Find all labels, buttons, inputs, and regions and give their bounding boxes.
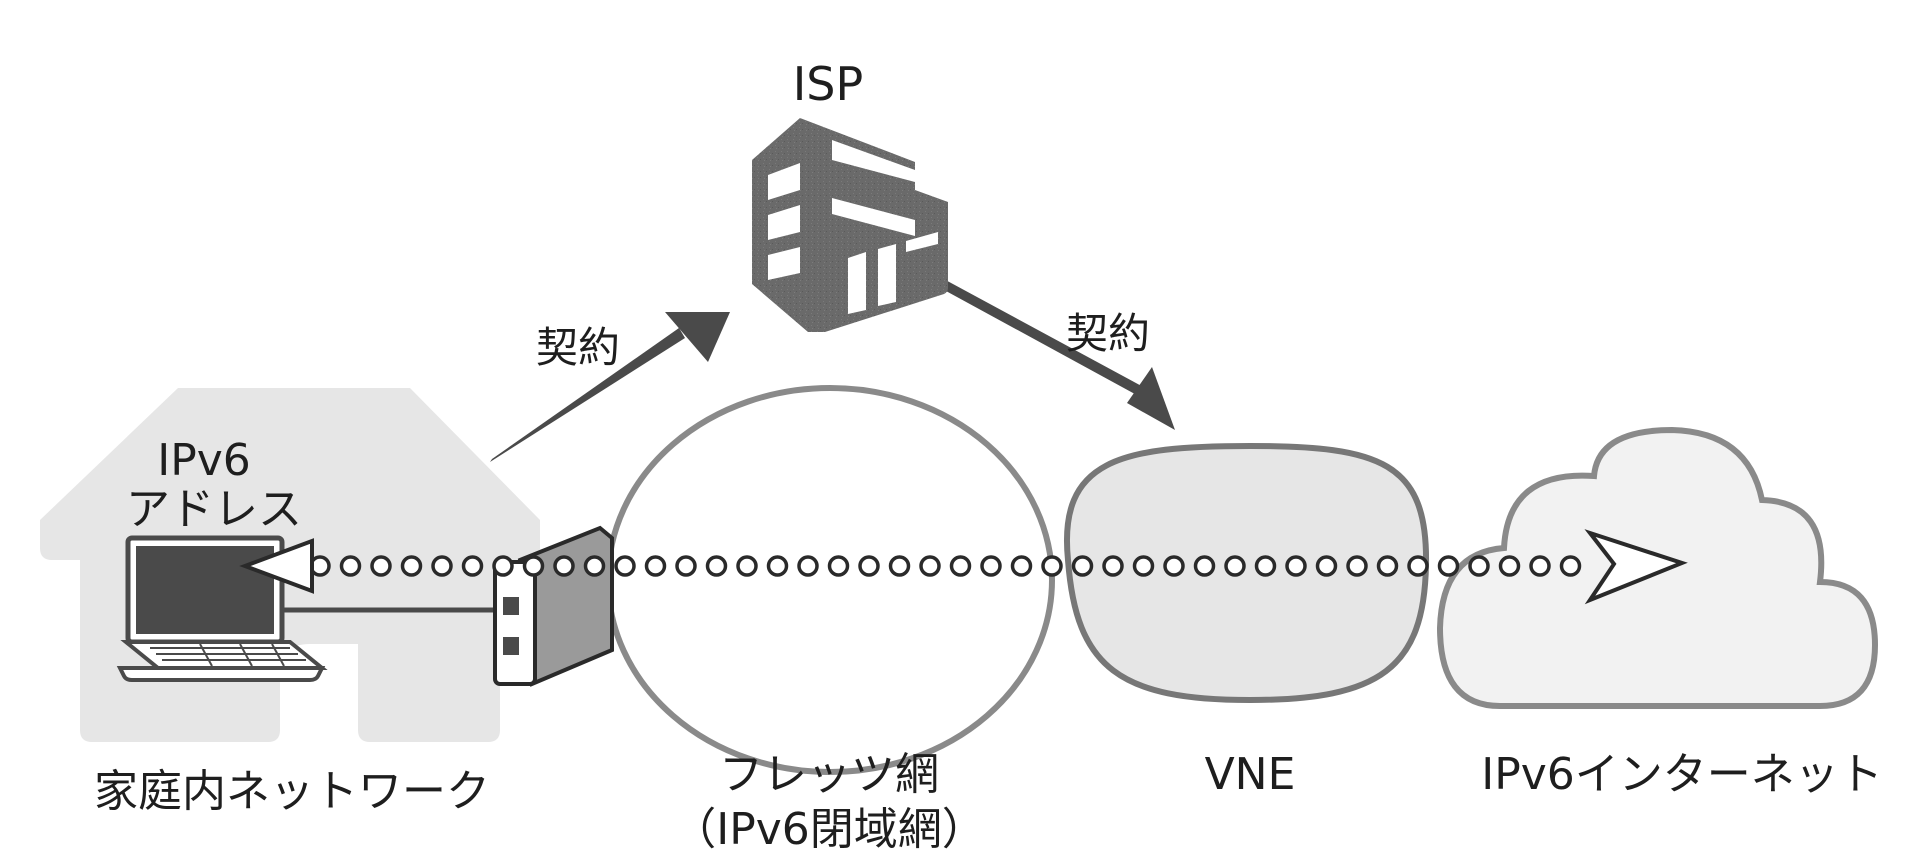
path-dot [370, 555, 392, 577]
home-network-label: 家庭内ネットワーク [94, 766, 490, 817]
ipv6-internet-label: IPv6インターネット [1481, 749, 1883, 800]
path-dot [1529, 555, 1551, 577]
path-dot [797, 555, 819, 577]
path-dot [583, 555, 606, 577]
path-dot [400, 555, 423, 577]
path-dot [431, 555, 453, 577]
contract-arrow-right [935, 277, 1175, 430]
path-dot [1102, 555, 1124, 577]
path-dot [644, 555, 667, 577]
path-dot [675, 555, 697, 577]
path-dot [339, 555, 362, 577]
path-dot [492, 555, 514, 577]
path-dot [888, 555, 911, 577]
path-dot [1376, 555, 1399, 577]
path-dot [1041, 555, 1063, 577]
path-dot [858, 555, 880, 577]
path-dot [766, 555, 789, 577]
path-dot [1498, 555, 1521, 577]
path-dot [1346, 555, 1368, 577]
path-dot [522, 555, 545, 577]
contract-arrow-left [490, 312, 730, 462]
path-dot [1224, 555, 1246, 577]
vne-label: VNE [1205, 749, 1296, 800]
path-dot [461, 555, 484, 577]
flets-network-ellipse [605, 385, 1055, 775]
path-dot [705, 555, 728, 577]
path-dot [1407, 555, 1429, 577]
flets-label-line1: フレッツ網 [719, 749, 939, 800]
ipv6-address-label-line1: IPv6 [157, 435, 251, 486]
path-dot [919, 555, 941, 577]
path-dot [1437, 555, 1460, 577]
path-dot [1254, 555, 1277, 577]
path-dot [1315, 555, 1338, 577]
path-dot [1071, 555, 1094, 577]
path-dot [1163, 555, 1185, 577]
path-dot [1132, 555, 1155, 577]
path-dot [1559, 555, 1582, 577]
path-dot [1193, 555, 1216, 577]
path-dot [949, 555, 972, 577]
arrowhead-to-laptop-icon [239, 538, 314, 594]
path-dot [1468, 555, 1490, 577]
path-dot [736, 555, 758, 577]
data-path-dots [309, 555, 1582, 577]
path-dot [980, 555, 1002, 577]
path-dot [1010, 555, 1033, 577]
flets-label-line2: （IPv6閉域網） [672, 804, 986, 855]
arrowhead-to-internet-icon [1584, 529, 1688, 605]
building-icon [752, 118, 948, 332]
contract-label-left: 契約 [536, 323, 620, 372]
isp-label: ISP [793, 57, 864, 111]
path-dot [827, 555, 850, 577]
ipv6-address-label-line2: アドレス [126, 484, 302, 535]
path-dot [553, 555, 575, 577]
contract-label-right: 契約 [1066, 309, 1150, 358]
laptop-icon [116, 535, 328, 682]
path-dot [614, 555, 636, 577]
path-dot [1285, 555, 1307, 577]
